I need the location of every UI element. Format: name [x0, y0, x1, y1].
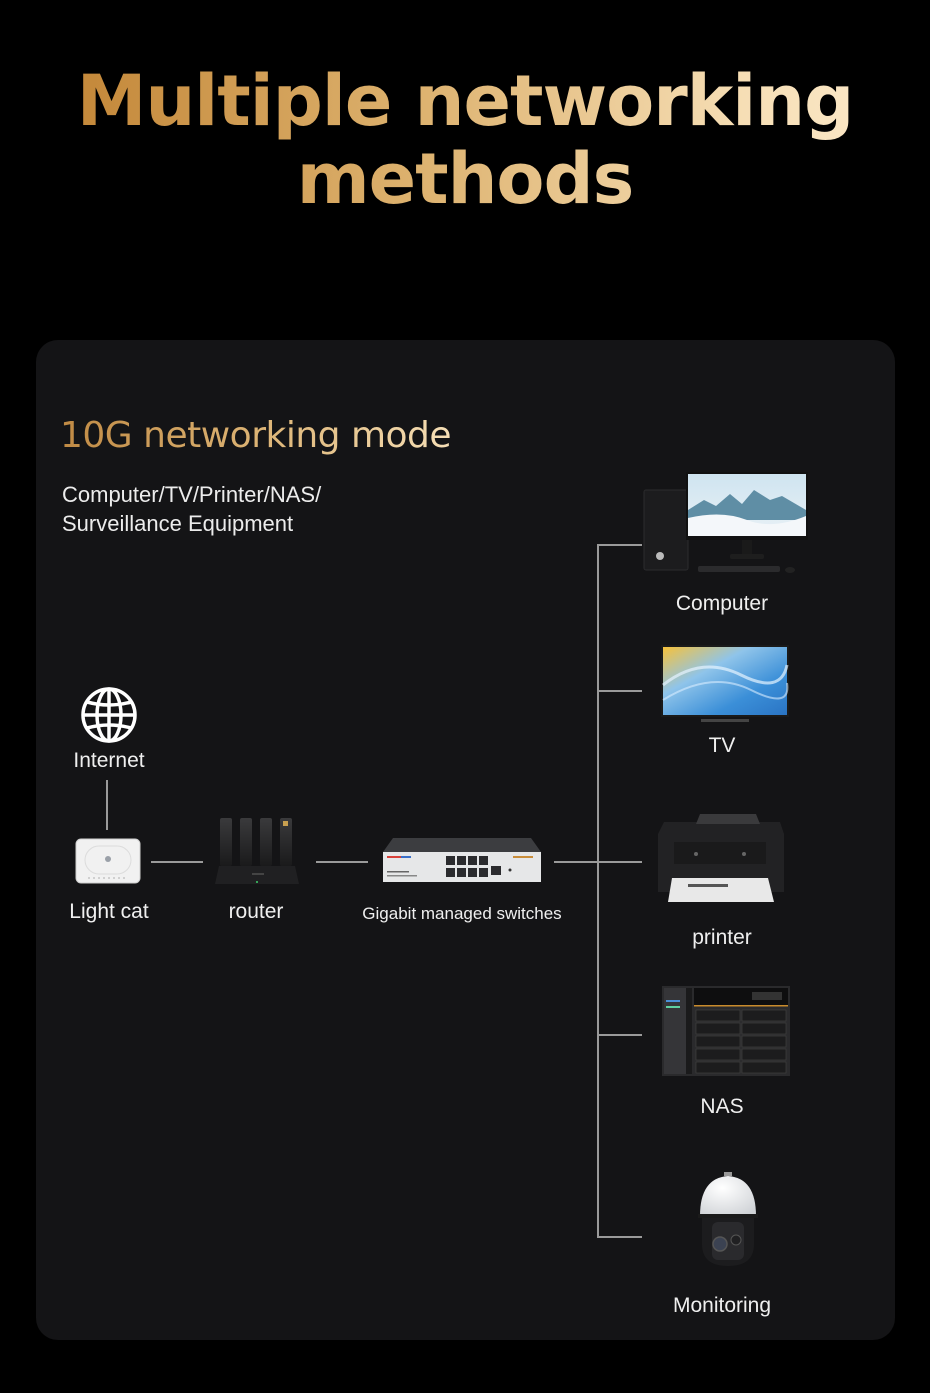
globe-icon	[80, 686, 138, 744]
printer-icon	[656, 812, 786, 904]
subtitle-line-1: Computer/TV/Printer/NAS/	[62, 482, 322, 507]
monitoring-label: Monitoring	[672, 1294, 772, 1317]
router-icon	[215, 816, 299, 886]
router-label: router	[228, 900, 284, 923]
switch-icon	[383, 838, 541, 884]
connector-router-switch	[316, 861, 368, 863]
optical-modem-icon	[75, 838, 141, 884]
desktop-computer-icon	[642, 470, 810, 578]
printer-label: printer	[692, 926, 752, 949]
connector-monitoring	[597, 1236, 642, 1238]
connector-tv	[597, 690, 642, 692]
computer-label: Computer	[675, 592, 769, 615]
switch-label: Gigabit managed switches	[362, 904, 562, 923]
page-title: Multiple networking methods	[0, 62, 930, 218]
mode-title: 10G networking mode	[60, 412, 452, 460]
light-cat-label: Light cat	[69, 900, 149, 923]
subtitle-line-2: Surveillance Equipment	[62, 511, 294, 536]
page-title-line-1: Multiple networking	[76, 60, 854, 142]
tv-label: TV	[708, 734, 736, 757]
dome-camera-icon	[696, 1172, 760, 1268]
nas-label: NAS	[700, 1095, 744, 1118]
nas-icon	[662, 986, 790, 1078]
page-title-line-2: methods	[296, 138, 634, 220]
mode-subtitle: Computer/TV/Printer/NAS/ Surveillance Eq…	[62, 480, 382, 538]
connector-nas	[597, 1034, 642, 1036]
connector-computer	[597, 544, 642, 546]
connector-internet-lightcat	[106, 780, 108, 830]
connector-bus-vertical	[597, 544, 599, 1237]
internet-label: Internet	[73, 749, 145, 772]
connector-lightcat-router	[151, 861, 203, 863]
tv-icon	[661, 645, 789, 725]
